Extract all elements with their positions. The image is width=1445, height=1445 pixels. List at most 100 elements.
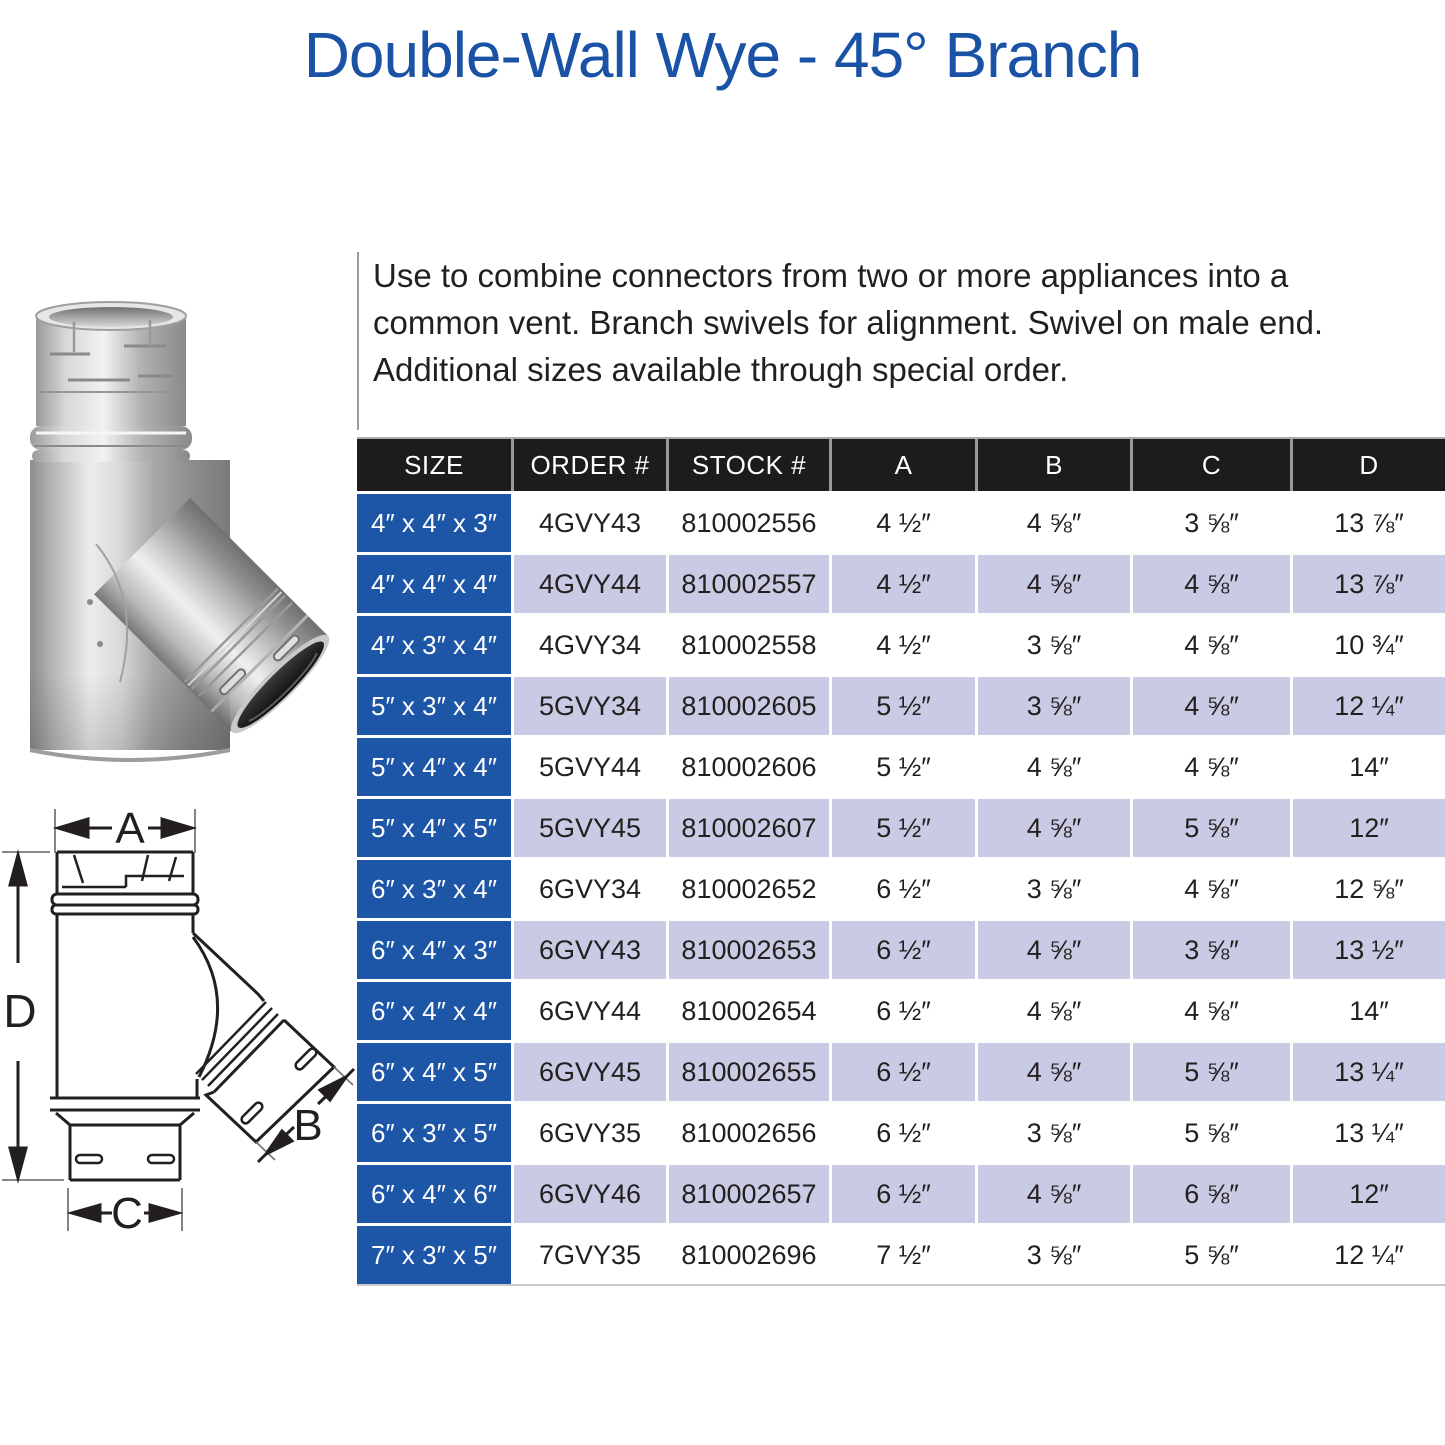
data-cell: 6 ⅝″ (1133, 1165, 1290, 1223)
data-cell: 4GVY43 (514, 494, 666, 552)
data-cell: 4 ½″ (832, 555, 975, 613)
column-header: A (832, 439, 975, 491)
description-line: common vent. Branch swivels for alignmen… (373, 304, 1324, 341)
column-header: C (1133, 439, 1290, 491)
size-cell: 5″ x 4″ x 5″ (357, 799, 511, 857)
size-cell: 4″ x 4″ x 3″ (357, 494, 511, 552)
data-cell: 4 ⅝″ (1133, 738, 1290, 796)
data-cell: 4 ⅝″ (1133, 555, 1290, 613)
data-cell: 6 ½″ (832, 982, 975, 1040)
data-cell: 6GVY35 (514, 1104, 666, 1162)
data-cell: 6GVY34 (514, 860, 666, 918)
dim-label-c: C (111, 1189, 143, 1237)
wye-dimension-drawing: A D C B (2, 804, 356, 1238)
page-title: Double-Wall Wye - 45° Branch (303, 19, 1143, 91)
data-cell: 10 ¾″ (1293, 616, 1445, 674)
data-cell: 6 ½″ (832, 860, 975, 918)
size-cell: 6″ x 4″ x 4″ (357, 982, 511, 1040)
data-cell: 4 ⅝″ (978, 1043, 1130, 1101)
data-cell: 4 ⅝″ (978, 982, 1130, 1040)
data-cell: 13 ⅞″ (1293, 494, 1445, 552)
dim-label-b: B (293, 1101, 322, 1150)
description-line: Additional sizes available through speci… (373, 351, 1069, 388)
description-line: Use to combine connectors from two or mo… (373, 257, 1289, 294)
data-cell: 810002654 (669, 982, 829, 1040)
size-cell: 6″ x 3″ x 5″ (357, 1104, 511, 1162)
data-cell: 810002653 (669, 921, 829, 979)
product-photo (8, 292, 333, 764)
data-cell: 5 ⅝″ (1133, 799, 1290, 857)
data-cell: 4GVY34 (514, 616, 666, 674)
data-cell: 5 ⅝″ (1133, 1043, 1290, 1101)
size-cell: 5″ x 3″ x 4″ (357, 677, 511, 735)
data-cell: 810002606 (669, 738, 829, 796)
data-cell: 6 ½″ (832, 1043, 975, 1101)
data-cell: 4 ⅝″ (1133, 677, 1290, 735)
size-cell: 5″ x 4″ x 4″ (357, 738, 511, 796)
data-cell: 4 ⅝″ (1133, 860, 1290, 918)
dim-label-a: A (115, 804, 145, 853)
data-cell: 5 ⅝″ (1133, 1226, 1290, 1284)
data-cell: 14″ (1293, 982, 1445, 1040)
data-cell: 810002556 (669, 494, 829, 552)
size-cell: 6″ x 4″ x 6″ (357, 1165, 511, 1223)
data-cell: 7 ½″ (832, 1226, 975, 1284)
data-cell: 810002557 (669, 555, 829, 613)
data-cell: 810002652 (669, 860, 829, 918)
data-cell: 13 ¼″ (1293, 1104, 1445, 1162)
data-cell: 6GVY46 (514, 1165, 666, 1223)
data-cell: 13 ½″ (1293, 921, 1445, 979)
data-cell: 6 ½″ (832, 921, 975, 979)
column-header: ORDER # (514, 439, 666, 491)
data-cell: 810002696 (669, 1226, 829, 1284)
size-cell: 6″ x 4″ x 5″ (357, 1043, 511, 1101)
data-cell: 12 ¼″ (1293, 1226, 1445, 1284)
data-cell: 3 ⅝″ (978, 616, 1130, 674)
data-cell: 6 ½″ (832, 1165, 975, 1223)
data-cell: 4 ⅝″ (978, 921, 1130, 979)
data-cell: 4 ⅝″ (978, 494, 1130, 552)
data-cell: 6 ½″ (832, 1104, 975, 1162)
data-cell: 13 ⅞″ (1293, 555, 1445, 613)
data-cell: 14″ (1293, 738, 1445, 796)
data-cell: 5 ⅝″ (1133, 1104, 1290, 1162)
data-cell: 12 ¼″ (1293, 677, 1445, 735)
data-cell: 5 ½″ (832, 738, 975, 796)
data-cell: 12″ (1293, 1165, 1445, 1223)
data-cell: 3 ⅝″ (1133, 494, 1290, 552)
size-cell: 6″ x 4″ x 3″ (357, 921, 511, 979)
data-cell: 4 ⅝″ (1133, 616, 1290, 674)
data-cell: 3 ⅝″ (1133, 921, 1290, 979)
data-cell: 810002656 (669, 1104, 829, 1162)
data-cell: 3 ⅝″ (978, 860, 1130, 918)
data-cell: 810002655 (669, 1043, 829, 1101)
data-cell: 5GVY44 (514, 738, 666, 796)
data-cell: 4 ⅝″ (978, 738, 1130, 796)
data-cell: 12 ⅝″ (1293, 860, 1445, 918)
wye-fitting-photo-image (29, 301, 330, 762)
size-cell: 7″ x 3″ x 5″ (357, 1226, 511, 1284)
data-cell: 5GVY45 (514, 799, 666, 857)
data-cell: 4 ½″ (832, 494, 975, 552)
data-cell: 7GVY35 (514, 1226, 666, 1284)
data-cell: 810002605 (669, 677, 829, 735)
data-cell: 4GVY44 (514, 555, 666, 613)
size-cell: 6″ x 3″ x 4″ (357, 860, 511, 918)
column-header: STOCK # (669, 439, 829, 491)
data-cell: 6GVY44 (514, 982, 666, 1040)
data-cell: 4 ⅝″ (1133, 982, 1290, 1040)
data-cell: 5 ½″ (832, 677, 975, 735)
data-cell: 810002607 (669, 799, 829, 857)
data-cell: 6GVY43 (514, 921, 666, 979)
data-cell: 5 ½″ (832, 799, 975, 857)
data-cell: 3 ⅝″ (978, 677, 1130, 735)
dim-label-d: D (3, 985, 36, 1037)
dimension-diagram: A D C B (0, 795, 356, 1238)
data-cell: 3 ⅝″ (978, 1226, 1130, 1284)
column-header: B (978, 439, 1130, 491)
data-cell: 810002657 (669, 1165, 829, 1223)
column-header: D (1293, 439, 1445, 491)
